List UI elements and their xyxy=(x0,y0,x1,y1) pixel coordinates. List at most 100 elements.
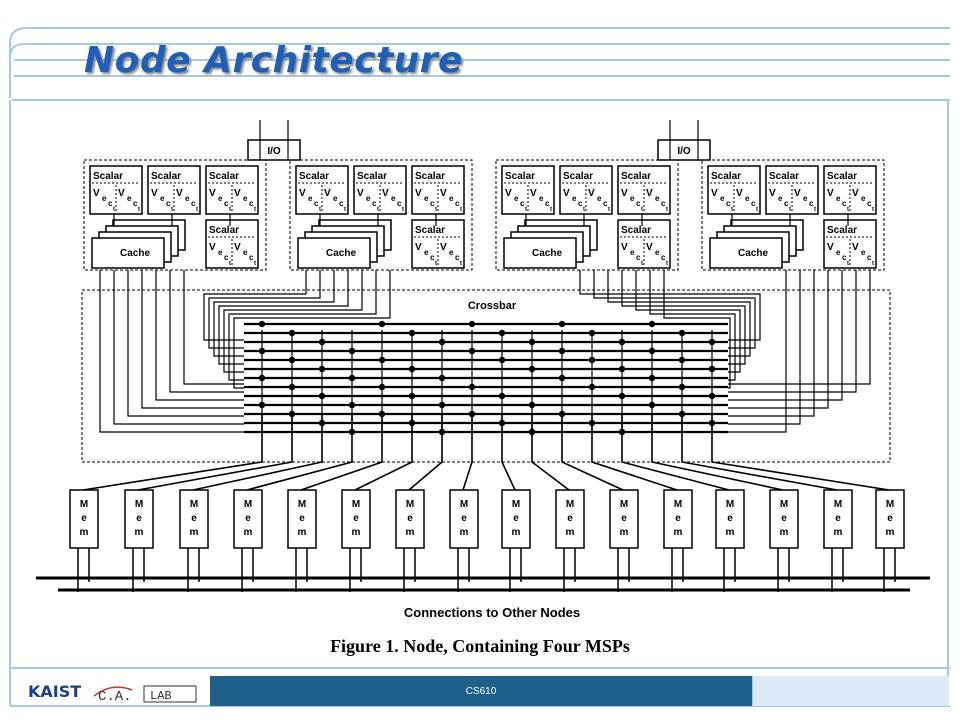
crossbar-node xyxy=(648,374,656,382)
cache-crossbar-wire xyxy=(223,270,363,373)
crossbar-node xyxy=(558,347,566,355)
memory-bank-letter: e xyxy=(136,513,142,524)
scalar-label: Scalar xyxy=(415,171,445,182)
memory-bank: Mem xyxy=(69,489,99,592)
memory-bank-letter: e xyxy=(407,513,413,524)
cache-label: Cache xyxy=(532,248,562,259)
connections-label: Connections to Other Nodes xyxy=(404,605,580,620)
crossbar-node xyxy=(708,365,716,373)
vector-label: c xyxy=(578,199,583,208)
figure-caption: Figure 1. Node, Containing Four MSPs xyxy=(330,636,630,656)
vector-label: V xyxy=(769,188,776,199)
vector-subscript: t xyxy=(666,207,668,213)
vector-label: e xyxy=(836,194,841,203)
vector-label: e xyxy=(449,248,454,257)
vector-label: V xyxy=(827,188,834,199)
scalar-label: Scalar xyxy=(505,171,535,182)
crossbar-node xyxy=(408,329,416,337)
vector-label: c xyxy=(636,199,641,208)
vector-label: V xyxy=(299,188,306,199)
cache-crossbar-wire xyxy=(728,270,801,425)
memory-link-line xyxy=(192,414,323,491)
vector-label: e xyxy=(333,194,338,203)
vector-label: c xyxy=(867,199,872,208)
vector-label: c xyxy=(372,199,377,208)
crossbar-node xyxy=(468,383,476,391)
vector-subscript: t xyxy=(229,207,231,213)
crossbar-node xyxy=(498,419,506,427)
vector-label: c xyxy=(249,253,254,262)
crossbar-node xyxy=(258,320,266,328)
cache-slice xyxy=(709,237,783,269)
memory-bank-letter: e xyxy=(835,513,841,524)
crossbar-node xyxy=(318,392,326,400)
vector-label: e xyxy=(539,194,544,203)
scalar-label: Scalar xyxy=(563,171,593,182)
memory-bank: Mem xyxy=(663,489,693,592)
memory-bank-letter: e xyxy=(567,513,573,524)
kaist-logo: KAIST xyxy=(28,682,82,701)
crossbar-node xyxy=(498,392,506,400)
vector-subscript: t xyxy=(402,207,404,213)
memory-bank: Mem xyxy=(395,489,425,592)
vector-label: e xyxy=(185,194,190,203)
cache-crossbar-wire xyxy=(635,270,741,373)
vector-label: e xyxy=(218,194,223,203)
crossbar-node xyxy=(558,374,566,382)
vector-label: V xyxy=(234,242,241,253)
memory-bank-letter: m xyxy=(460,527,469,538)
memory-bank-row: MemMemMemMemMemMemMemMemMemMemMemMemMemM… xyxy=(69,489,905,592)
vector-label: e xyxy=(861,248,866,257)
cache-crossbar-wire xyxy=(593,270,756,349)
vector-label: c xyxy=(842,253,847,262)
memory-bank-letter: m xyxy=(352,527,361,538)
vector-label: c xyxy=(455,199,460,208)
vector-label: c xyxy=(430,199,435,208)
vector-label: c xyxy=(249,199,254,208)
crossbar-node xyxy=(618,365,626,373)
vector-subscript: t xyxy=(319,207,321,213)
memory-bank-letter: M xyxy=(244,499,252,510)
crossbar-node xyxy=(408,419,416,427)
memory-bank-letter: M xyxy=(620,499,628,510)
vector-label: V xyxy=(505,188,512,199)
crossbar-node xyxy=(348,347,356,355)
memory-bank-letter: m xyxy=(726,527,735,538)
vector-subscript: t xyxy=(847,261,849,267)
cache-crossbar-wire xyxy=(169,270,244,393)
vector-label: c xyxy=(751,199,756,208)
crossbar-node xyxy=(318,338,326,346)
vector-subscript: t xyxy=(789,207,791,213)
vector-label: e xyxy=(424,248,429,257)
crossbar-node xyxy=(678,383,686,391)
cache-crossbar-wire xyxy=(728,270,871,385)
vector-label: V xyxy=(415,242,422,253)
svg-text:LAB: LAB xyxy=(150,689,172,703)
vector-subscript: t xyxy=(608,207,610,213)
memory-bank: Mem xyxy=(449,489,479,592)
cache-crossbar-wire xyxy=(99,270,244,433)
vector-label: V xyxy=(711,188,718,199)
memory-bank-letter: M xyxy=(460,499,468,510)
crossbar-node xyxy=(258,374,266,382)
memory-link-line xyxy=(300,414,383,491)
cache-label: Cache xyxy=(738,248,768,259)
vector-label: e xyxy=(308,194,313,203)
vector-label: e xyxy=(630,194,635,203)
vector-label: V xyxy=(118,188,125,199)
crossbar-box xyxy=(81,289,891,463)
slide-title: Node Architecture xyxy=(84,40,463,81)
vector-subscript: t xyxy=(229,261,231,267)
memory-bank-letter: m xyxy=(512,527,521,538)
vector-label: c xyxy=(545,199,550,208)
memory-bank-box xyxy=(395,489,425,549)
